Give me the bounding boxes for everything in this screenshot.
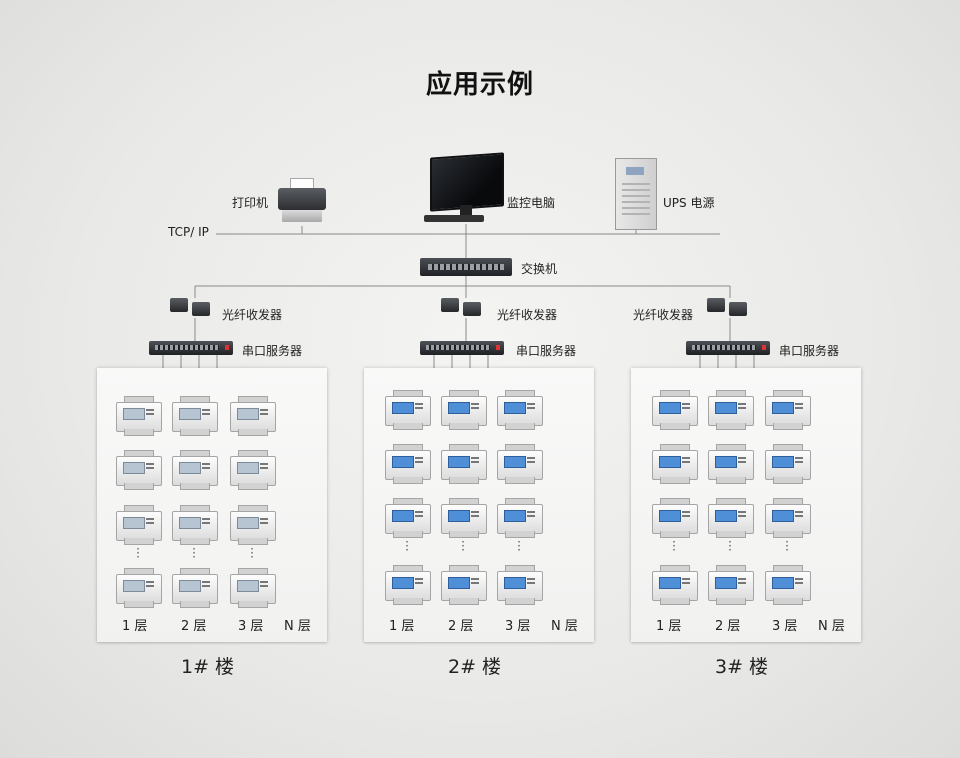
- energy-meter-icon: [172, 505, 218, 545]
- serial-label-1: 串口服务器: [242, 344, 303, 358]
- ellipsis-icon: ···: [728, 535, 732, 557]
- floor-label: 3 层: [772, 619, 798, 634]
- ellipsis-icon: ···: [785, 535, 789, 557]
- building-name-2: 2# 楼: [448, 656, 502, 678]
- serial-label-3: 串口服务器: [779, 344, 840, 358]
- floor-label: 2 层: [715, 619, 741, 634]
- switch-icon: [420, 258, 512, 276]
- ellipsis-icon: ···: [136, 542, 140, 564]
- ellipsis-icon: ···: [250, 542, 254, 564]
- energy-meter-icon: [708, 444, 754, 484]
- energy-meter-icon: [708, 498, 754, 538]
- energy-meter-icon: [765, 390, 811, 430]
- monitor-pc-icon: [424, 152, 504, 223]
- fiber-transceiver-icon: [707, 296, 751, 318]
- energy-meter-icon: [441, 444, 487, 484]
- printer-icon: [276, 178, 328, 226]
- fiber-label-3: 光纤收发器: [633, 308, 694, 322]
- fiber-transceiver-icon: [170, 296, 214, 318]
- energy-meter-icon: [230, 568, 276, 608]
- fiber-label-2: 光纤收发器: [497, 308, 558, 322]
- ellipsis-icon: ···: [461, 535, 465, 557]
- floor-label: 3 层: [505, 619, 531, 634]
- floor-label: 1 层: [122, 619, 148, 634]
- energy-meter-icon: [441, 565, 487, 605]
- tcp-ip-bus-label: TCP/ IP: [168, 225, 209, 239]
- energy-meter-icon: [652, 444, 698, 484]
- fiber-label-1: 光纤收发器: [222, 308, 283, 322]
- energy-meter-icon: [230, 450, 276, 490]
- energy-meter-icon: [497, 444, 543, 484]
- energy-meter-icon: [497, 390, 543, 430]
- floor-label: N 层: [551, 619, 578, 634]
- energy-meter-icon: [230, 396, 276, 436]
- energy-meter-icon: [172, 396, 218, 436]
- energy-meter-icon: [497, 565, 543, 605]
- energy-meter-icon: [116, 450, 162, 490]
- floor-label: 2 层: [181, 619, 207, 634]
- ups-label: UPS 电源: [663, 196, 715, 210]
- energy-meter-icon: [652, 498, 698, 538]
- energy-meter-icon: [230, 505, 276, 545]
- energy-meter-icon: [116, 505, 162, 545]
- energy-meter-icon: [708, 390, 754, 430]
- energy-meter-icon: [385, 444, 431, 484]
- switch-label: 交换机: [521, 262, 558, 276]
- printer-label: 打印机: [232, 196, 269, 210]
- floor-label: 1 层: [656, 619, 682, 634]
- energy-meter-icon: [765, 565, 811, 605]
- floor-label: 1 层: [389, 619, 415, 634]
- ellipsis-icon: ···: [517, 535, 521, 557]
- energy-meter-icon: [497, 498, 543, 538]
- floor-label: 3 层: [238, 619, 264, 634]
- energy-meter-icon: [385, 565, 431, 605]
- energy-meter-icon: [652, 565, 698, 605]
- energy-meter-icon: [765, 444, 811, 484]
- ellipsis-icon: ···: [672, 535, 676, 557]
- floor-label: N 层: [818, 619, 845, 634]
- energy-meter-icon: [385, 498, 431, 538]
- serial-server-icon: [149, 341, 233, 355]
- serial-label-2: 串口服务器: [516, 344, 577, 358]
- energy-meter-icon: [441, 390, 487, 430]
- page-title: 应用示例: [425, 70, 534, 100]
- building-name-1: 1# 楼: [181, 656, 235, 678]
- energy-meter-icon: [652, 390, 698, 430]
- floor-label: 2 层: [448, 619, 474, 634]
- ellipsis-icon: ···: [192, 542, 196, 564]
- floor-label: N 层: [284, 619, 311, 634]
- serial-server-icon: [686, 341, 770, 355]
- energy-meter-icon: [116, 568, 162, 608]
- energy-meter-icon: [441, 498, 487, 538]
- building-name-3: 3# 楼: [715, 656, 769, 678]
- monitor-pc-label: 监控电脑: [507, 196, 556, 210]
- serial-server-icon: [420, 341, 504, 355]
- energy-meter-icon: [172, 450, 218, 490]
- ups-icon: [615, 158, 657, 230]
- energy-meter-icon: [385, 390, 431, 430]
- ellipsis-icon: ···: [405, 535, 409, 557]
- energy-meter-icon: [116, 396, 162, 436]
- energy-meter-icon: [172, 568, 218, 608]
- energy-meter-icon: [708, 565, 754, 605]
- fiber-transceiver-icon: [441, 296, 485, 318]
- energy-meter-icon: [765, 498, 811, 538]
